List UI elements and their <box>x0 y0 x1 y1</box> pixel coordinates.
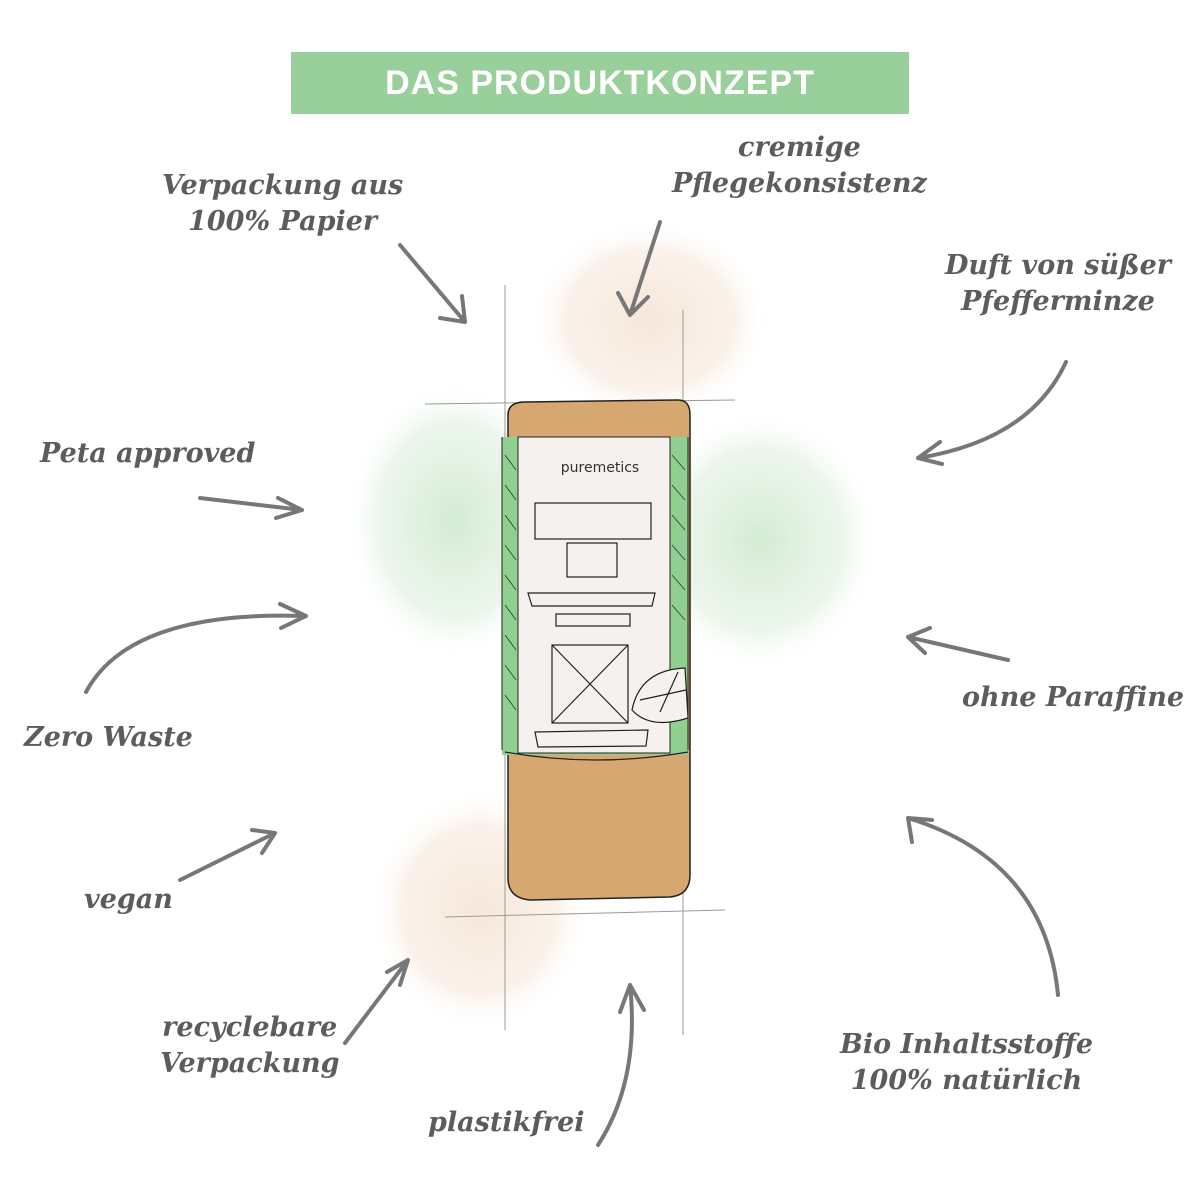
arrow-plastic <box>596 983 646 1147</box>
product-tube <box>501 399 691 901</box>
arrow-scent <box>916 360 1068 466</box>
feature-zerowaste: Zero Waste <box>24 722 193 753</box>
arrow-paraffin <box>906 626 1010 662</box>
feature-peta: Peta approved <box>40 438 256 469</box>
arrow-peta <box>198 496 304 520</box>
title-banner: DAS PRODUKTKONZEPT <box>291 52 909 114</box>
watercolor-wash <box>345 220 880 1030</box>
arrow-bio <box>906 816 1060 997</box>
feature-plastic: plastikfrei <box>428 1107 585 1138</box>
arrow-paper <box>398 243 467 324</box>
feature-creamy: cremige Pflegekonsistenz <box>672 132 927 200</box>
feature-bio: Bio Inhaltsstoffe 100% natürlich <box>840 1029 1093 1097</box>
arrow-vegan <box>178 828 277 882</box>
arrows <box>84 220 1068 1147</box>
feature-scent: Duft von süßer Pfefferminze <box>945 250 1172 318</box>
arrow-zerowaste <box>84 602 308 694</box>
page-title: DAS PRODUKTKONZEPT <box>385 63 815 102</box>
feature-paper: Verpackung aus 100% Papier <box>162 170 404 238</box>
feature-paraffin: ohne Paraffine <box>962 682 1185 713</box>
feature-vegan: vegan <box>84 884 173 915</box>
product-brand-name: puremetics <box>560 460 640 476</box>
feature-recyclable: recyclebare Verpackung <box>160 1012 340 1080</box>
arrow-recyclable <box>343 958 410 1045</box>
arrow-creamy <box>616 220 662 317</box>
